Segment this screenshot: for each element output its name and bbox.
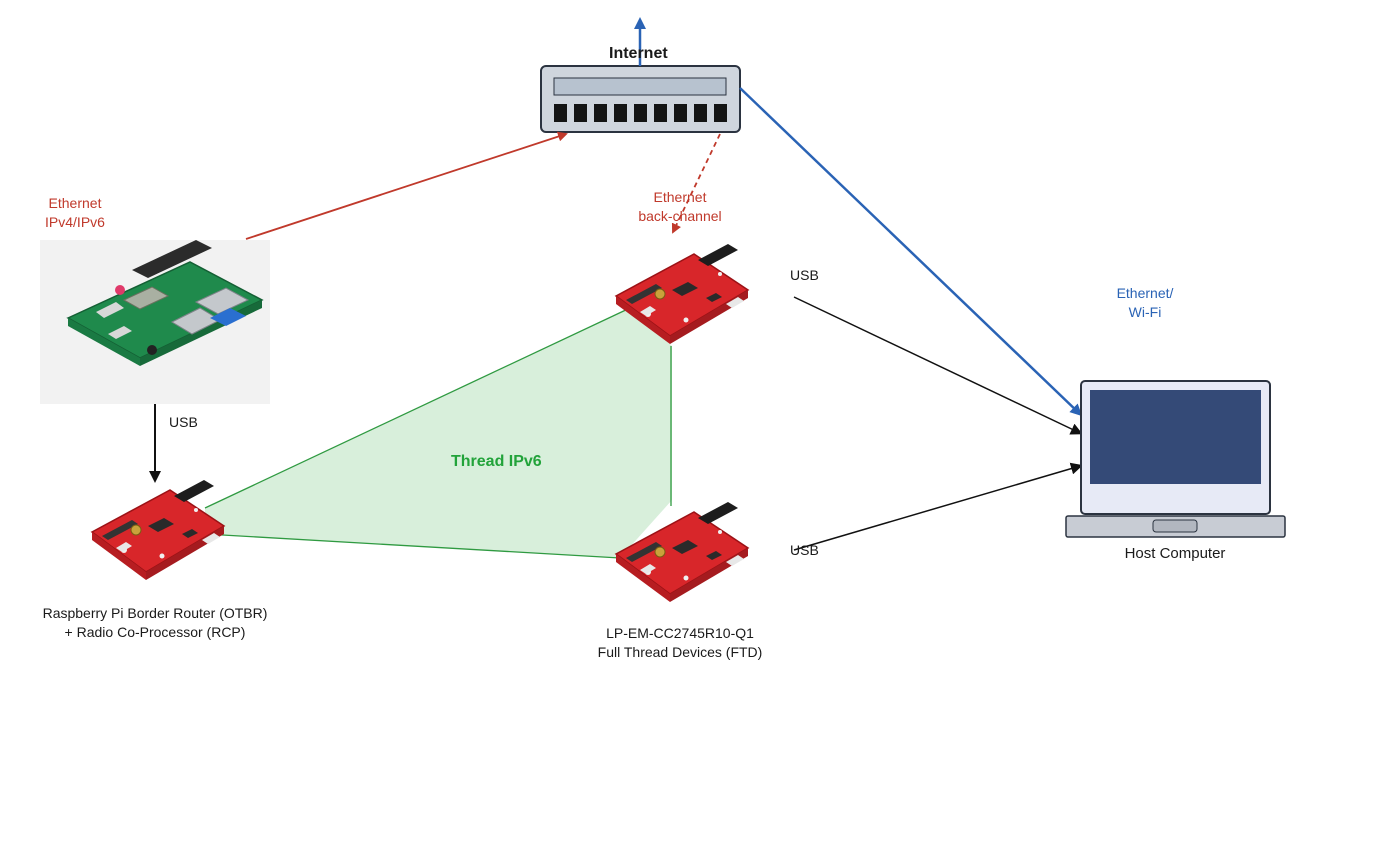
- backchannel-label: Ethernet back-channel: [634, 188, 726, 226]
- host-link-label-line1: Ethernet/: [1116, 285, 1174, 301]
- otbr-caption: Raspberry Pi Border Router (OTBR) + Radi…: [20, 604, 290, 642]
- otbr-ethernet-label: Ethernet IPv4/IPv6: [40, 194, 110, 232]
- thread-mesh-area: [205, 308, 672, 558]
- host-network-link: [739, 87, 1083, 417]
- usb-label-ftd-top: USB: [790, 267, 819, 283]
- ftd-caption: LP-EM-CC2745R10-Q1 Full Thread Devices (…: [570, 624, 790, 662]
- otbr-caption-line1: Raspberry Pi Border Router (OTBR): [42, 605, 268, 621]
- otbr-ethernet-label-line2: IPv4/IPv6: [45, 214, 105, 230]
- ethernet-backchannel-link: [671, 133, 721, 234]
- internet-label: Internet: [609, 45, 668, 62]
- raspberry-pi-image: [40, 240, 270, 404]
- host-computer-caption: Host Computer: [1124, 545, 1226, 562]
- otbr-ethernet-label-line1: Ethernet: [48, 195, 102, 211]
- ftd-caption-line1: LP-EM-CC2745R10-Q1: [606, 625, 754, 641]
- thread-link-otbr-ftd2: [204, 533, 621, 559]
- laptop-icon: [1065, 380, 1286, 538]
- thread-mesh-label: Thread IPv6: [451, 453, 542, 470]
- backchannel-label-line2: back-channel: [638, 208, 722, 224]
- host-link-label: Ethernet/ Wi-Fi: [1105, 284, 1185, 322]
- ftd-caption-line2: Full Thread Devices (FTD): [597, 644, 763, 660]
- rcp-board: [91, 479, 225, 581]
- usb-label-ftd-bottom: USB: [790, 542, 819, 558]
- usb-link-ftd2-host: [793, 462, 1083, 551]
- ethernet-link-otbr: [245, 131, 568, 240]
- usb-link-ftd1-host: [793, 296, 1083, 435]
- usb-label-otbr: USB: [169, 414, 198, 430]
- otbr-caption-line2: + Radio Co-Processor (RCP): [64, 624, 246, 640]
- host-link-label-line2: Wi-Fi: [1128, 304, 1162, 320]
- thread-link-otbr-ftd1: [204, 307, 631, 509]
- backchannel-label-line1: Ethernet: [653, 189, 707, 205]
- internet-switch: [540, 65, 741, 133]
